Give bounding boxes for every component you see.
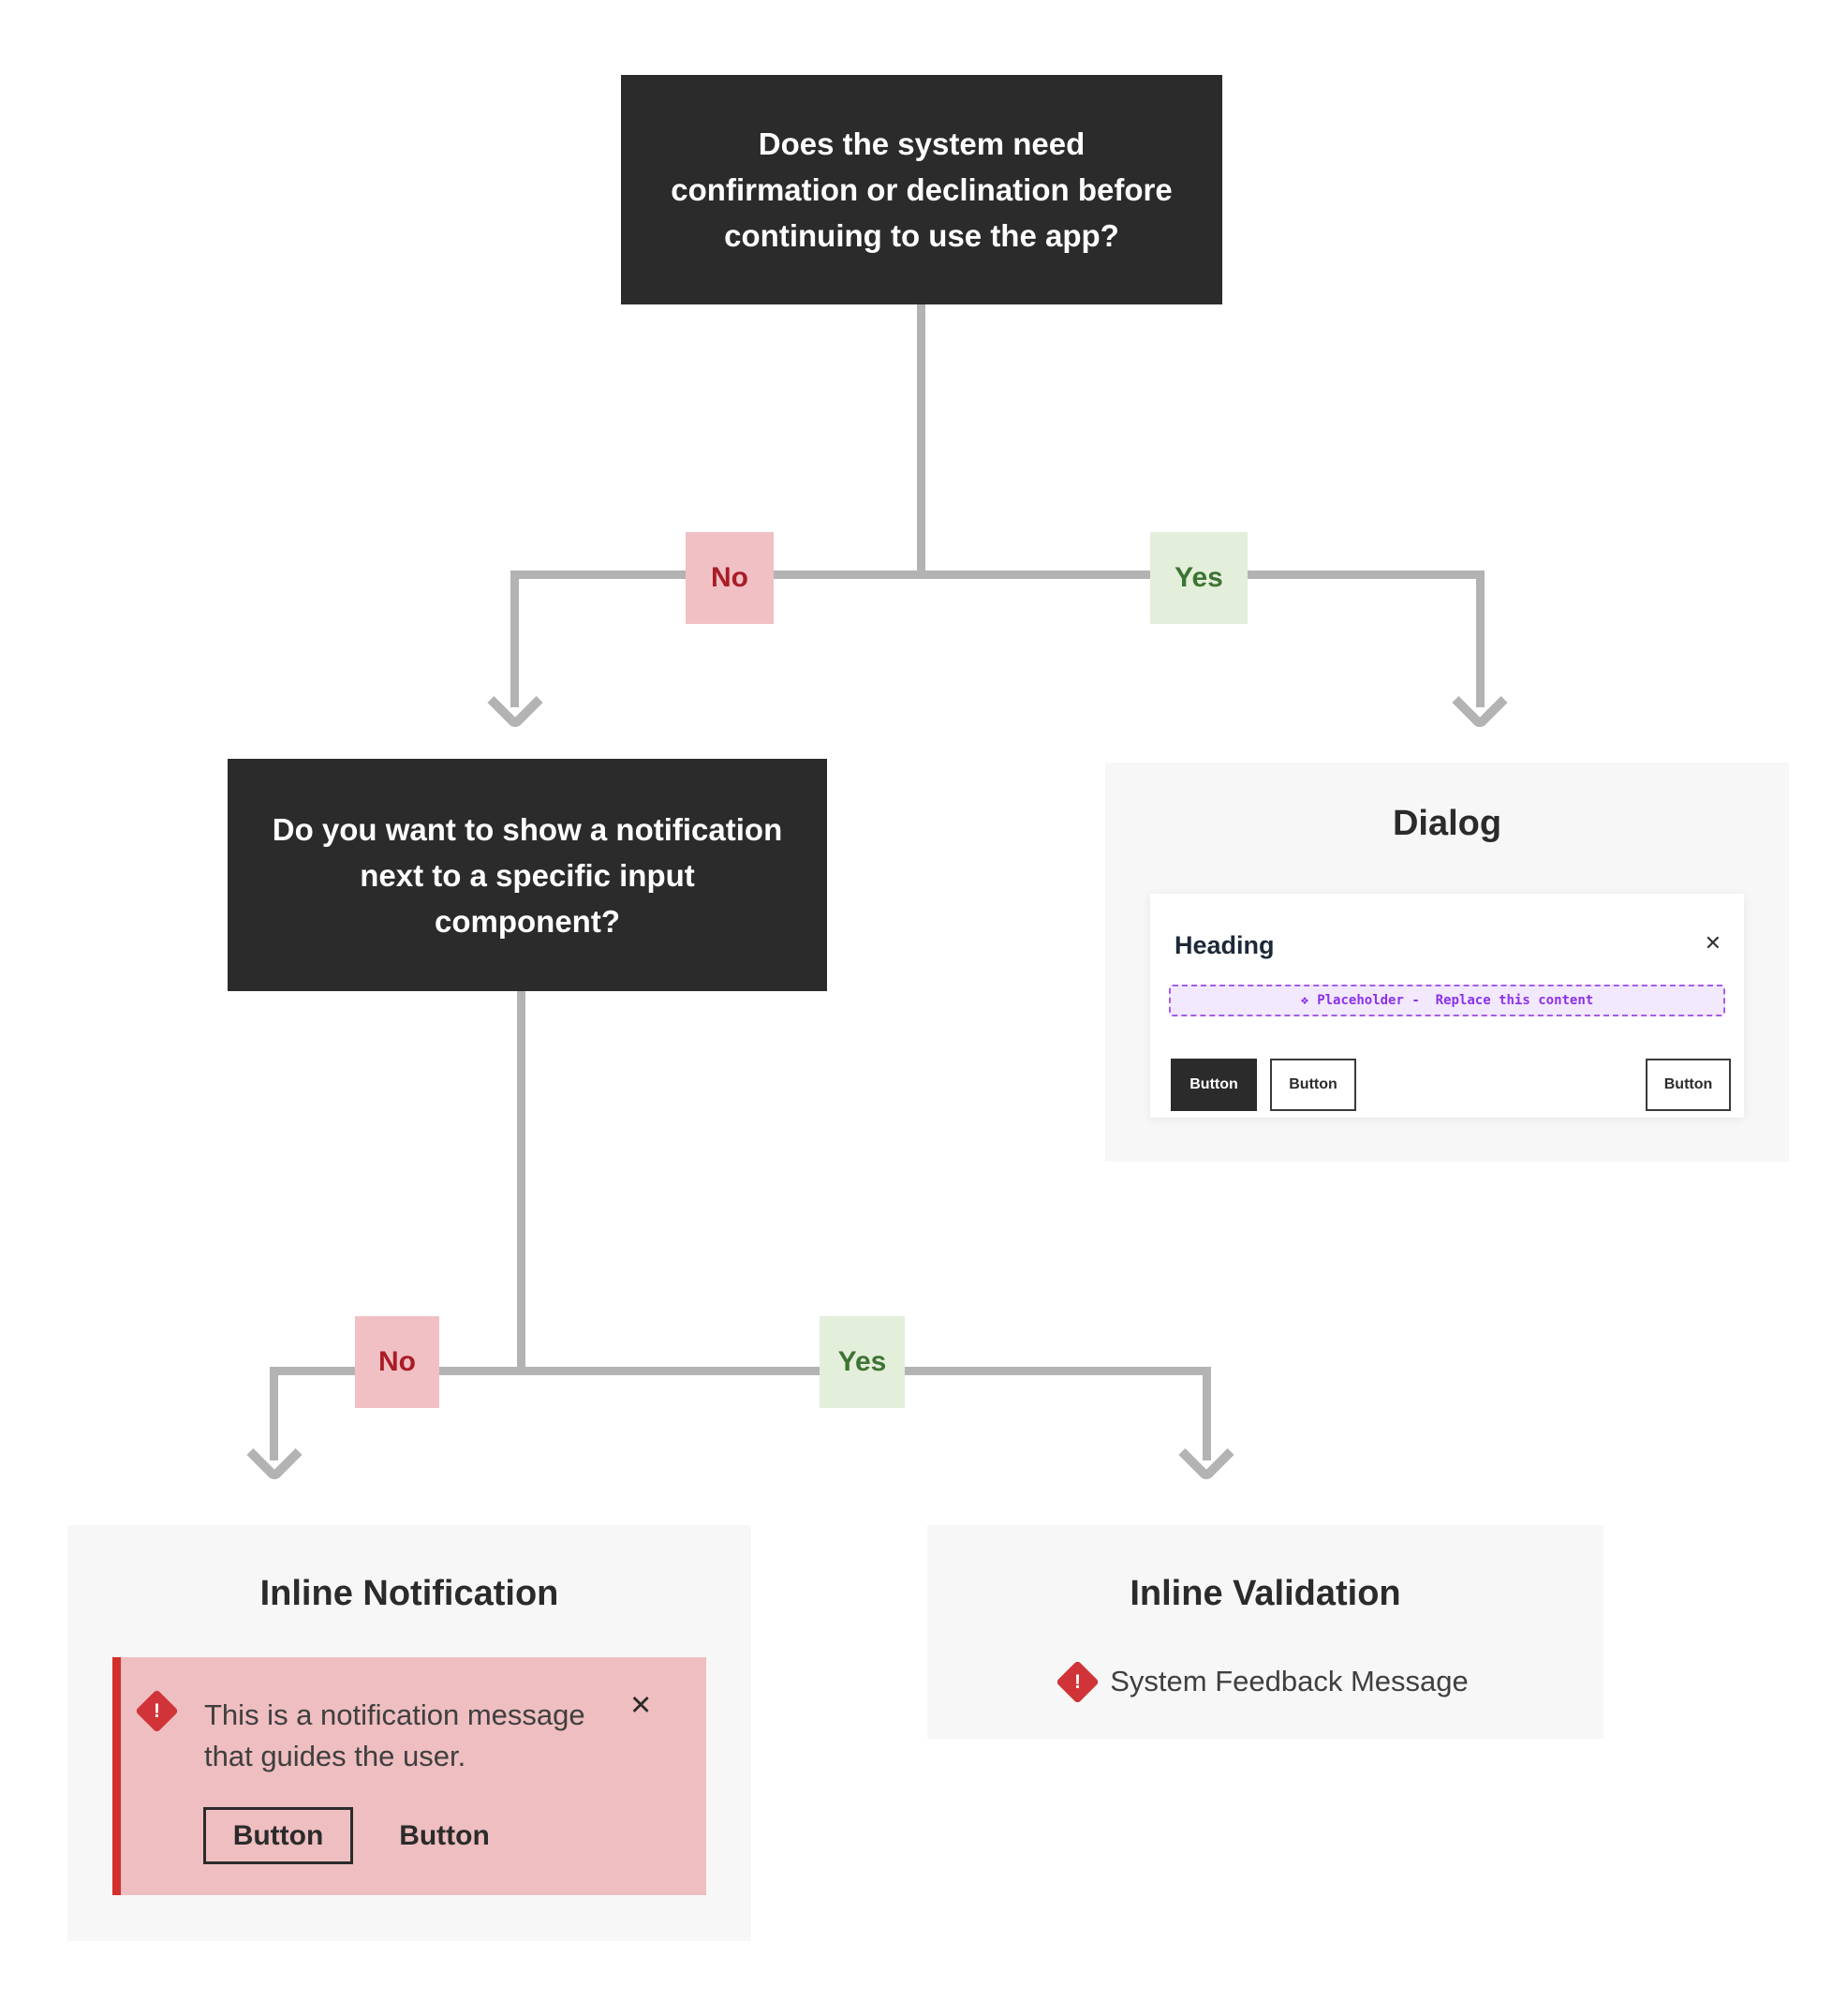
connector-branch1-no-drop [510,571,519,707]
question-line: next to a specific input [360,857,695,893]
question-line: continuing to use the app? [724,218,1119,253]
connector-branch2-yes-drop [1203,1367,1211,1460]
connector-branch-2 [270,1367,1211,1375]
connector-branch1-yes-drop [1476,571,1485,707]
validation-message-row: ! System Feedback Message [927,1659,1603,1704]
notification-message: This is a notification message that guid… [204,1695,585,1777]
connector-branch-1 [510,571,1485,579]
connector-stem-q2 [517,991,525,1371]
question-box-confirmation: Does the system need confirmation or dec… [621,75,1222,304]
inline-validation-panel: Inline Validation ! System Feedback Mess… [927,1525,1603,1739]
close-icon[interactable]: ✕ [1704,931,1721,955]
inline-notification-title: Inline Notification [259,1574,559,1613]
dialog-heading: Heading [1175,931,1275,959]
no-label-text: No [378,1346,416,1377]
inline-validation-title: Inline Validation [1130,1574,1401,1613]
dialog-panel-title: Dialog [1392,804,1502,843]
yes-label-text: Yes [1175,562,1223,593]
branch1-yes-label: Yes [1150,532,1248,624]
dialog-mockup: Heading ✕ ❖ Placeholder - Replace this c… [1150,894,1744,1118]
connector-branch2-no-drop [270,1367,278,1460]
no-label-text: No [711,562,748,593]
notification-mockup: ! This is a notification message that gu… [112,1657,706,1895]
notification-secondary-button[interactable]: Button [399,1819,490,1851]
question-line: Do you want to show a notification [272,811,783,847]
placeholder-diamond-icon: ❖ [1300,993,1309,1008]
question-line: confirmation or declination before [671,172,1173,207]
warning-icon-glyph: ! [154,1700,160,1722]
notification-accent-bar [112,1657,121,1895]
dialog-outcome-panel: Dialog Heading ✕ ❖ Placeholder - Replace… [1105,763,1789,1162]
notification-message-line: This is a notification message [204,1698,585,1731]
arrow-down-icon [1178,1427,1234,1483]
dialog-secondary-button[interactable]: Button [1270,1059,1356,1111]
placeholder-slot: ❖ Placeholder - Replace this content [1169,985,1725,1016]
notification-primary-button[interactable]: Button [203,1807,353,1864]
yes-label-text: Yes [837,1346,887,1377]
branch1-no-label: No [686,532,774,624]
warning-icon: ! [135,1689,179,1733]
close-icon[interactable]: ✕ [629,1691,653,1721]
arrow-down-icon [487,674,543,731]
validation-message: System Feedback Message [1110,1665,1469,1697]
warning-icon-glyph: ! [1074,1670,1082,1693]
question-line: component? [435,903,620,939]
inline-notification-panel: Inline Notification ! This is a notifica… [67,1525,751,1941]
notification-message-line: that guides the user. [204,1740,466,1772]
branch2-no-label: No [355,1316,439,1408]
warning-icon: ! [1056,1659,1101,1704]
dialog-primary-button[interactable]: Button [1171,1059,1257,1111]
connector-stem-q1 [917,304,925,575]
question-box-notification-placement: Do you want to show a notification next … [228,759,827,991]
question-line: Does the system need [758,126,1086,161]
branch2-yes-label: Yes [820,1316,905,1408]
arrow-down-icon [246,1427,303,1483]
placeholder-text: Placeholder - Replace this content [1317,993,1594,1008]
arrow-down-icon [1452,674,1508,731]
dialog-tertiary-button[interactable]: Button [1646,1059,1731,1111]
